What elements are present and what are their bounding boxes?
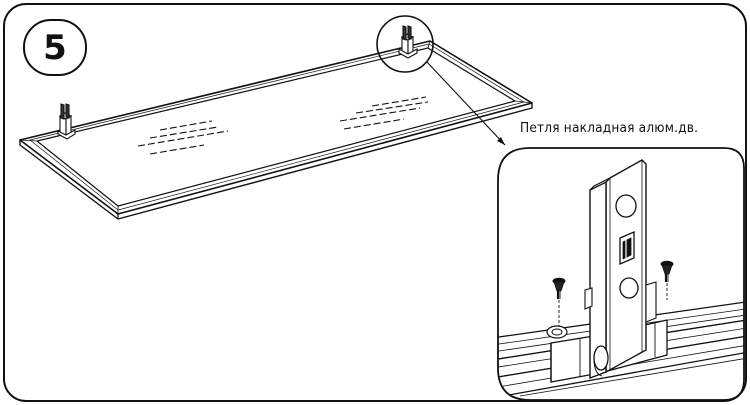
step-number: 5 xyxy=(43,28,67,68)
diagram-frame xyxy=(3,3,747,402)
detail-circle xyxy=(376,15,434,73)
glass-reflection-right xyxy=(339,96,429,130)
callout-leader xyxy=(426,61,506,146)
step-badge xyxy=(23,19,87,76)
hinge-right xyxy=(398,25,418,59)
detail-inset xyxy=(497,147,745,401)
panel-outer-edge xyxy=(19,40,533,215)
detail-inset-border xyxy=(497,147,745,401)
hinge-left xyxy=(57,103,76,140)
callout-label: Петля накладная алюм.дв. xyxy=(520,120,699,136)
door-panel xyxy=(19,40,533,220)
glass-reflection-left xyxy=(137,120,229,155)
callout-arrowhead xyxy=(497,137,505,145)
